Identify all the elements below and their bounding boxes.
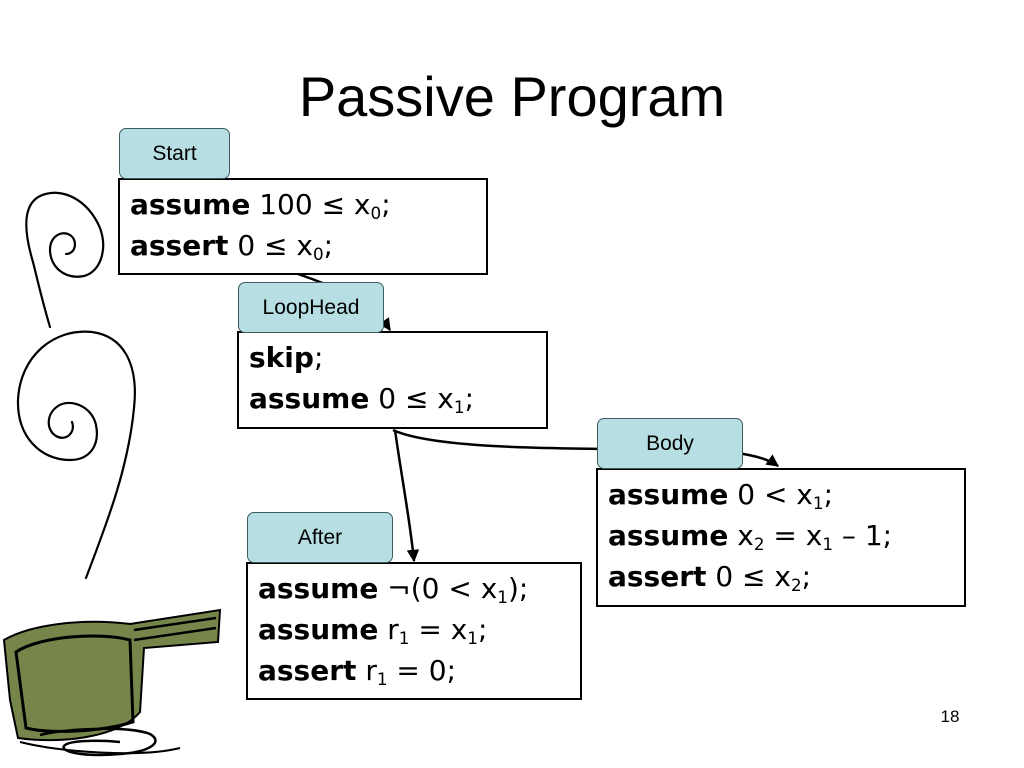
code-line: assume 100 ≤ x0;: [130, 188, 391, 224]
loophead-code-block: skip; assume 0 ≤ x1;: [237, 331, 548, 429]
body-label: Body: [597, 418, 743, 469]
code-line: assert r1 = 0;: [258, 654, 457, 690]
page-number: 18: [940, 707, 960, 726]
spiral-icon: [25, 191, 105, 329]
code-line: assert 0 ≤ x2;: [608, 560, 812, 596]
after-code-block: assume ¬(0 < x1); assume r1 = x1; assert…: [246, 562, 582, 700]
pot-icon: [2, 608, 222, 757]
start-label: Start: [119, 128, 230, 179]
code-line: assume ¬(0 < x1);: [258, 572, 529, 608]
body-code-block: assume 0 < x1; assume x2 = x1 – 1; asser…: [596, 468, 966, 607]
loophead-label: LoopHead: [238, 282, 384, 333]
code-line: assume x2 = x1 – 1;: [608, 519, 893, 555]
start-code-block: assume 100 ≤ x0; assert 0 ≤ x0;: [118, 178, 488, 275]
edge-loophead-to-after: [393, 429, 420, 563]
code-line: assert 0 ≤ x0;: [130, 229, 334, 265]
code-line: assume 0 < x1;: [608, 478, 833, 514]
code-line: assume 0 ≤ x1;: [249, 382, 474, 418]
decoration-art: [2, 191, 222, 757]
code-line: assume r1 = x1;: [258, 613, 488, 649]
code-line: skip;: [249, 341, 324, 374]
slide-title: Passive Program: [298, 65, 726, 128]
spiral-icon: [16, 330, 136, 580]
after-label: After: [247, 512, 393, 563]
